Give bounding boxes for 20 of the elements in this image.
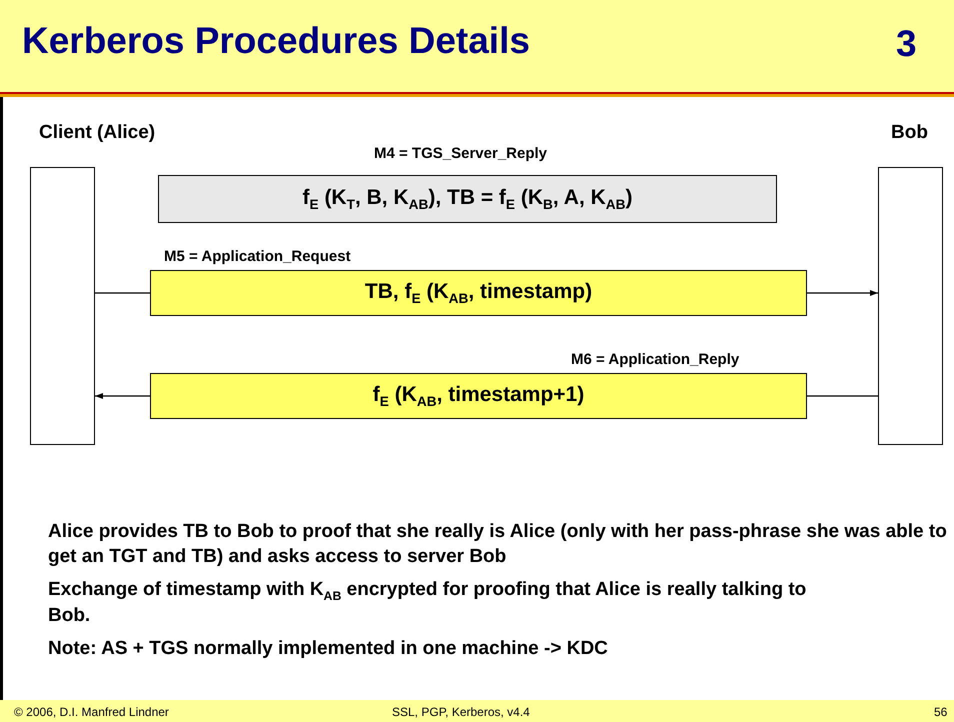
message-content: TB, f$_{E}$ (K$_{AB}$, timestamp) [364,280,592,306]
slide-number: 3 [896,22,917,66]
participant-name: Bob [891,122,928,144]
paragraph: Alice provides TB to Bob to proof that she really is Alice (only with her pass-phrase she was able to get an TGT and TB) and asks access to server Bob [48,520,948,569]
footer-text: © 2006, D.I. Manfred Lindner [14,705,169,721]
footer-text: SSL, PGP, Kerberos, v4.4 [392,705,530,721]
message-name: M6 = Application_Reply [571,351,740,368]
message-name: M5 = Application_Request [164,248,351,265]
participant-name: Client (Alice) [39,122,156,144]
note-text: Note: AS + TGS normally implemented in one machine -> KDC [48,637,609,661]
connector-line [95,292,150,294]
arrow [807,290,878,296]
connector-line [807,395,878,397]
message-name: M4 = TGS_Server_Reply [374,145,548,162]
slide-title: Kerberos Procedures Details [22,20,530,62]
paragraph: Exchange of timestamp with K$_{AB}$ encrypted for proofing that Alice is really talking to Bob. [48,578,808,628]
arrow [95,393,150,399]
message-content: f$_{E}$ (K$_{T}$, B, K$_{AB}$), TB = f$_{E}$ (K$_{B}$, A, K$_{AB}$) [302,186,632,212]
page-number: 56 [934,705,948,721]
message-content: f$_{E}$ (K$_{AB}$, timestamp+1) [372,382,584,410]
